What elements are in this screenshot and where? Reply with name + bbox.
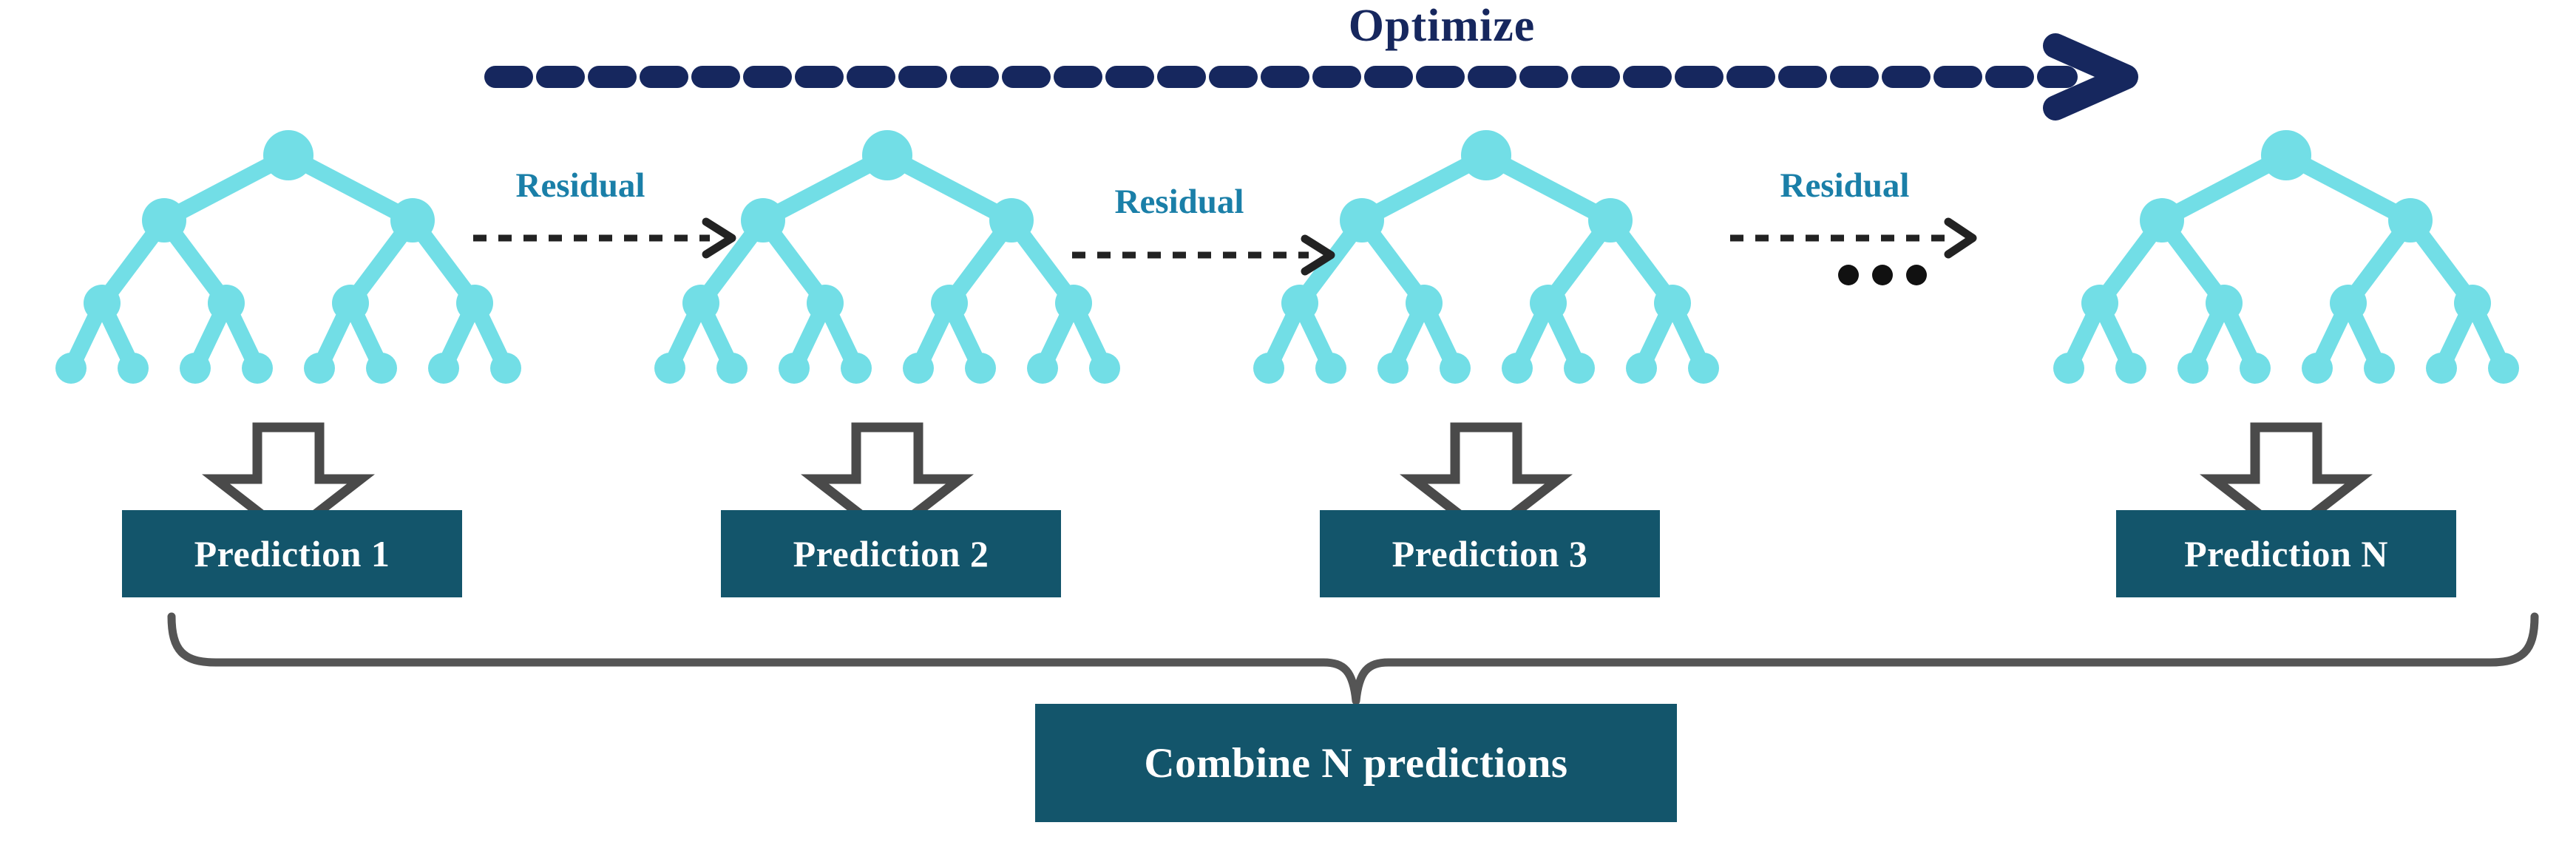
residual-label-3: Residual bbox=[1780, 166, 1910, 205]
prediction-label-1: Prediction 1 bbox=[194, 533, 390, 574]
tree-n bbox=[2053, 130, 2519, 384]
prediction-box-2[interactable]: Prediction 2 bbox=[721, 510, 1061, 597]
prediction-label-n: Prediction N bbox=[2184, 533, 2388, 574]
tree-2 bbox=[654, 130, 1120, 384]
tree-1 bbox=[55, 130, 521, 384]
residual-label-2: Residual bbox=[1114, 183, 1244, 221]
tree-3 bbox=[1253, 130, 1719, 384]
optimize-label: Optimize bbox=[1348, 1, 1536, 51]
prediction-label-3: Prediction 3 bbox=[1392, 533, 1588, 574]
residual-arrow-1 bbox=[473, 217, 736, 259]
residual-label-1: Residual bbox=[515, 166, 645, 205]
prediction-label-2: Prediction 2 bbox=[793, 533, 989, 574]
optimize-arrow bbox=[484, 33, 2138, 121]
aggregation-brace bbox=[167, 612, 2539, 705]
residual-arrow-2 bbox=[1072, 234, 1335, 276]
prediction-box-1[interactable]: Prediction 1 bbox=[122, 510, 462, 597]
combine-box[interactable]: Combine N predictions bbox=[1035, 704, 1677, 822]
prediction-box-3[interactable]: Prediction 3 bbox=[1320, 510, 1660, 597]
ellipsis-dots bbox=[1838, 265, 1927, 285]
residual-arrow-3 bbox=[1730, 217, 1977, 259]
combine-label: Combine N predictions bbox=[1144, 739, 1568, 787]
prediction-box-n[interactable]: Prediction N bbox=[2116, 510, 2456, 597]
